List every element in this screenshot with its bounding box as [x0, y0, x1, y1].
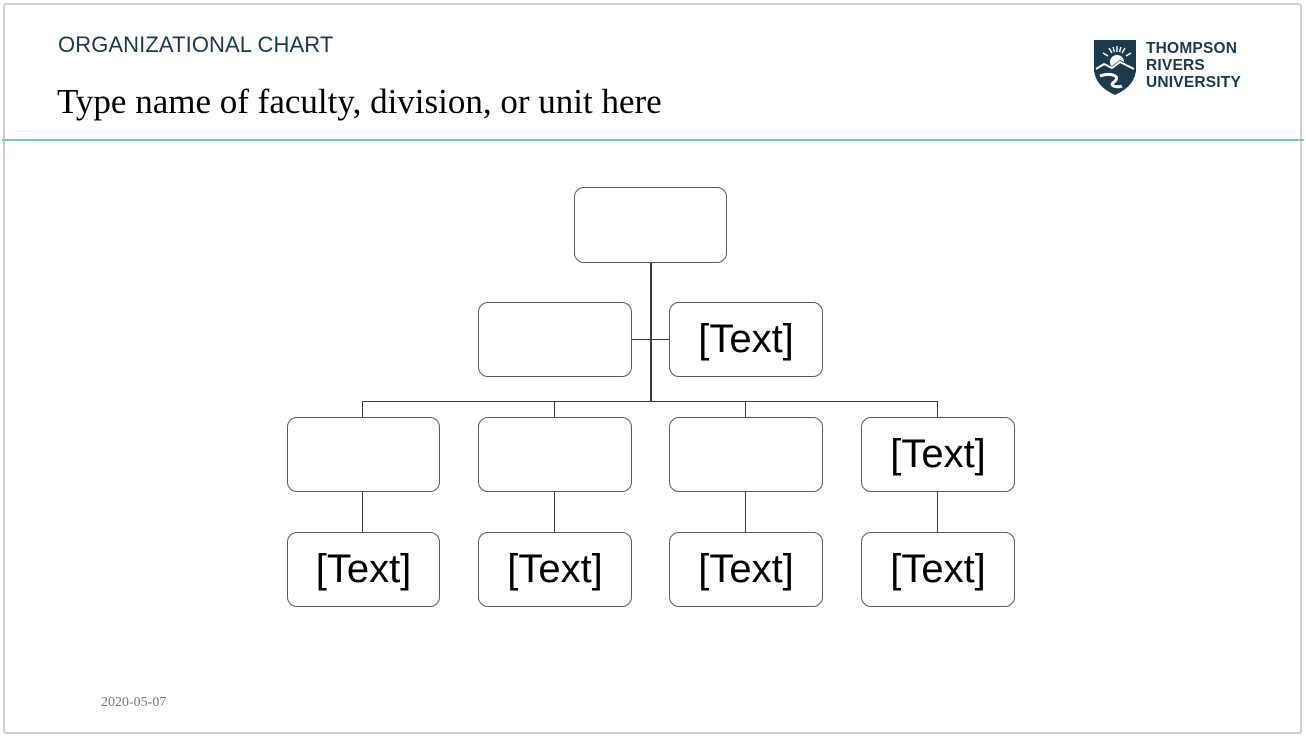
tru-shield-icon: [1094, 40, 1136, 95]
org-node-assistant-left[interactable]: [478, 302, 632, 377]
slide: [3, 3, 1302, 734]
connector-drop-3: [745, 401, 747, 417]
connector-report-2: [554, 492, 556, 532]
org-node-report-3[interactable]: [Text]: [669, 532, 823, 607]
org-node-manager-4[interactable]: [Text]: [861, 417, 1015, 492]
connector-branch-horizontal: [362, 401, 938, 403]
org-node-manager-3[interactable]: [669, 417, 823, 492]
connector-report-1: [362, 492, 364, 532]
org-node-assistant-right[interactable]: [Text]: [669, 302, 823, 377]
connector-report-4: [937, 492, 939, 532]
logo-wordmark: THOMPSON RIVERS UNIVERSITY: [1146, 40, 1241, 91]
org-node-report-2[interactable]: [Text]: [478, 532, 632, 607]
connector-drop-2: [554, 401, 556, 417]
connector-drop-4: [937, 401, 939, 417]
university-logo: THOMPSON RIVERS UNIVERSITY: [1092, 38, 1252, 98]
footer-date: 2020-05-07: [101, 695, 167, 710]
connector-report-3: [745, 492, 747, 532]
org-node-manager-1[interactable]: [287, 417, 440, 492]
logo-line-1: THOMPSON: [1146, 40, 1238, 57]
slide-title[interactable]: Type name of faculty, division, or unit …: [57, 82, 662, 121]
header-divider: [2, 139, 1304, 141]
logo-line-2: RIVERS: [1146, 57, 1205, 74]
logo-line-3: UNIVERSITY: [1146, 74, 1242, 91]
org-node-report-1[interactable]: [Text]: [287, 532, 440, 607]
connector-trunk: [650, 263, 652, 402]
slide-kicker: ORGANIZATIONAL CHART: [58, 32, 334, 57]
org-node-top[interactable]: [574, 187, 727, 263]
org-node-manager-2[interactable]: [478, 417, 632, 492]
connector-assistant: [631, 339, 670, 341]
connector-drop-1: [362, 401, 364, 417]
org-node-report-4[interactable]: [Text]: [861, 532, 1015, 607]
